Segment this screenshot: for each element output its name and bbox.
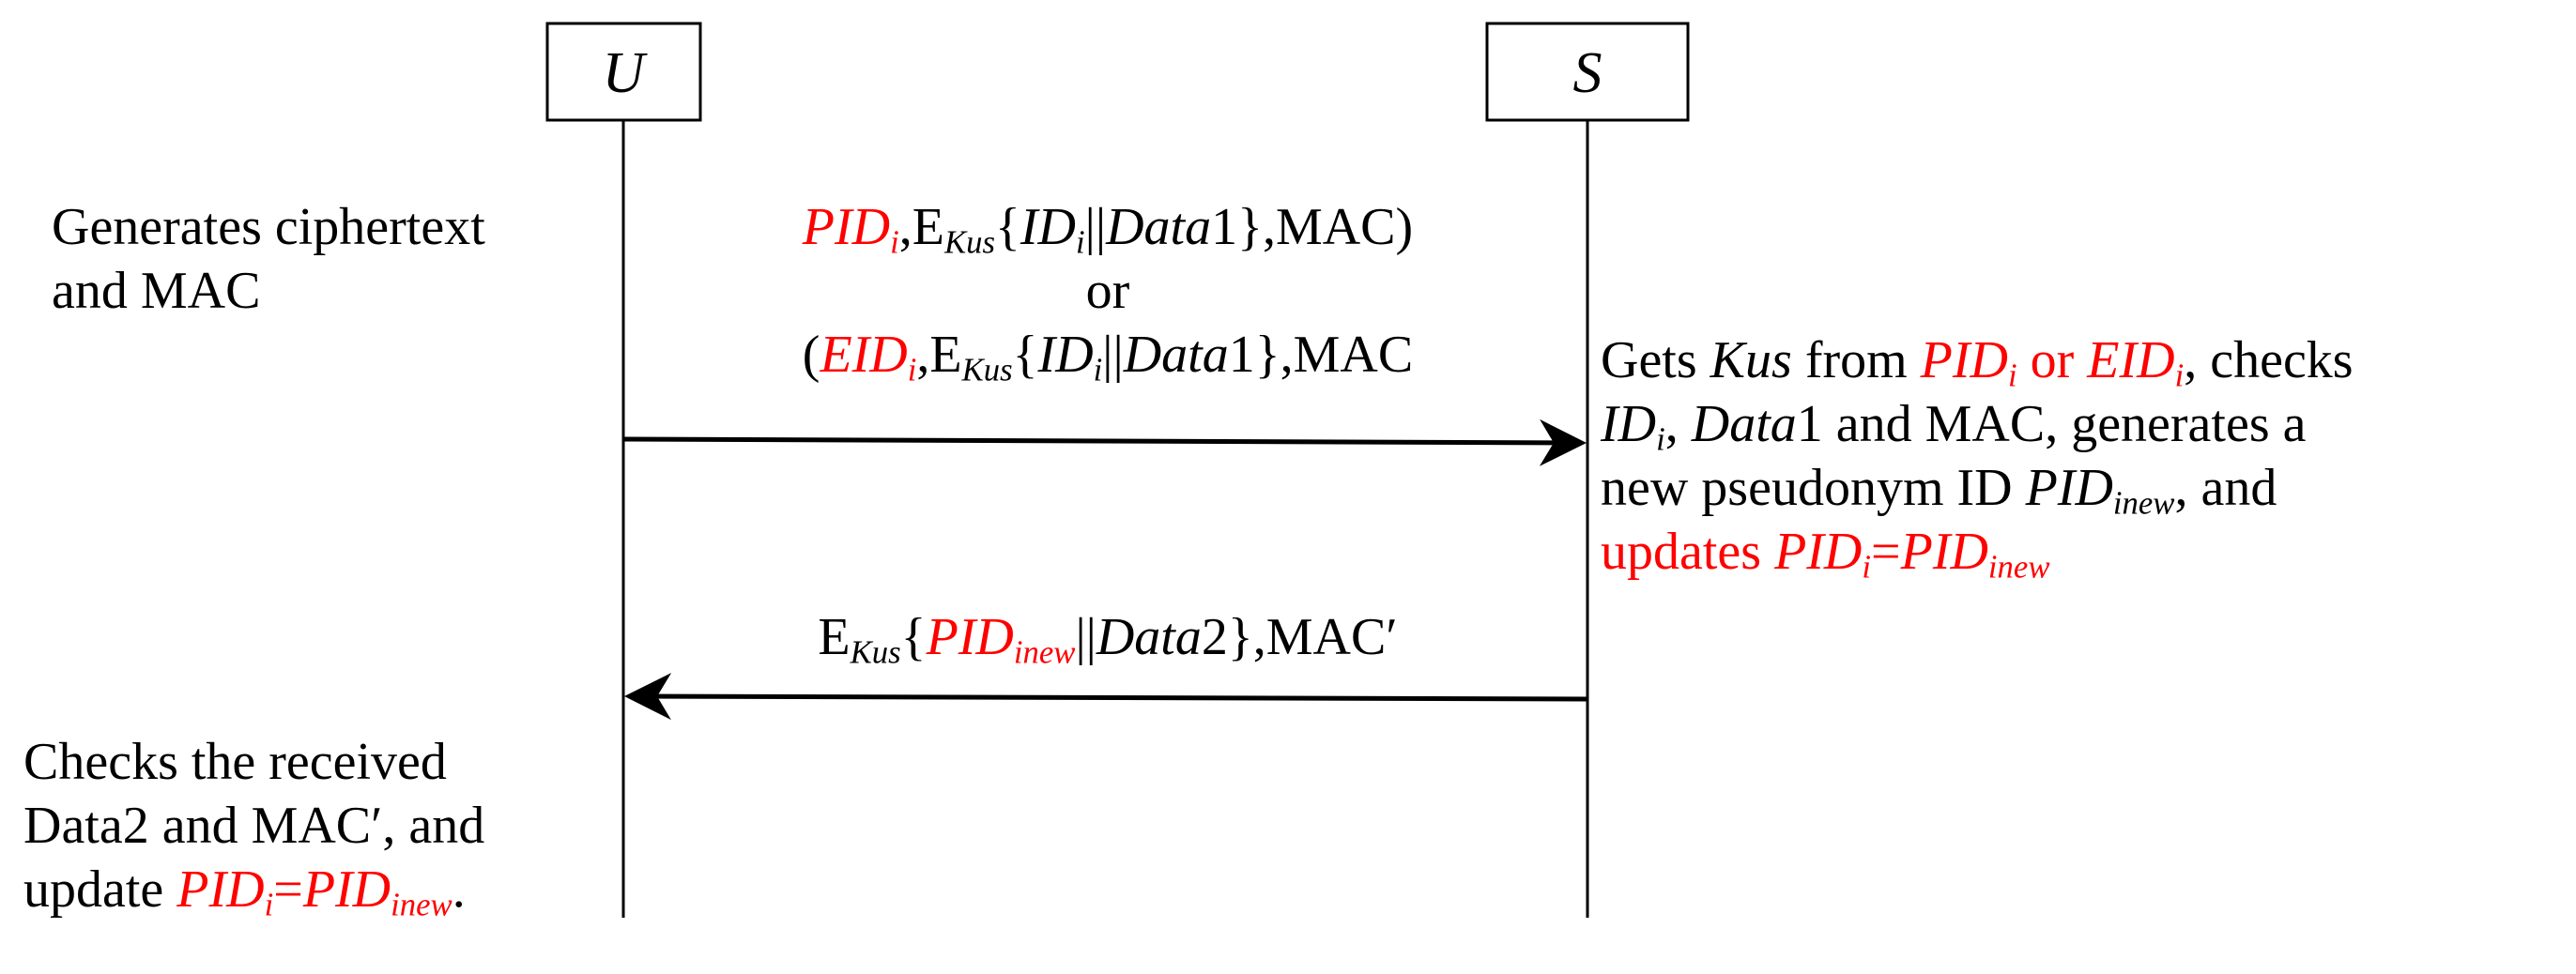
response-message-label: EKus{PIDinew||Data2},MAC′ bbox=[638, 605, 1577, 669]
request-line-or: or bbox=[1085, 262, 1130, 320]
request-line-pid: PIDi,EKus{IDi||Data1},MAC) bbox=[802, 198, 1414, 261]
response-arrow bbox=[624, 673, 1588, 721]
note-server-line4: updates PIDi=PIDinew bbox=[1601, 523, 2050, 586]
participant-u-box bbox=[545, 22, 702, 122]
participant-s-label: S bbox=[1573, 41, 1602, 105]
response-line: EKus{PIDinew||Data2},MAC′ bbox=[818, 608, 1398, 671]
request-arrow bbox=[622, 419, 1587, 466]
note-server-line3: new pseudonym ID PIDinew, and bbox=[1601, 459, 2277, 522]
request-message-label: PIDi,EKus{IDi||Data1},MAC) or (EIDi,EKus… bbox=[638, 195, 1577, 387]
note-user-check-line2: Data2 and MAC′, and bbox=[23, 797, 485, 855]
request-line-eid: (EIDi,EKus{IDi||Data1},MAC bbox=[802, 326, 1414, 388]
note-user-check: Checks the received Data2 and MAC′, and … bbox=[23, 730, 484, 921]
participant-u-label: U bbox=[603, 41, 649, 105]
note-server-line1: Gets Kus from PIDi or EIDi, checks bbox=[1601, 331, 2354, 394]
note-server-process: Gets Kus from PIDi or EIDi, checks IDi, … bbox=[1601, 328, 2354, 584]
note-user-generate-line2: and MAC bbox=[52, 262, 261, 320]
note-server-line2: IDi, Data1 and MAC, generates a bbox=[1601, 395, 2307, 458]
note-user-generate-line1: Generates ciphertext bbox=[52, 198, 485, 256]
note-user-check-line1: Checks the received bbox=[23, 733, 447, 791]
note-user-generate: Generates ciphertext and MAC bbox=[52, 195, 485, 323]
note-user-check-line3: update PIDi=PIDinew. bbox=[23, 860, 466, 923]
